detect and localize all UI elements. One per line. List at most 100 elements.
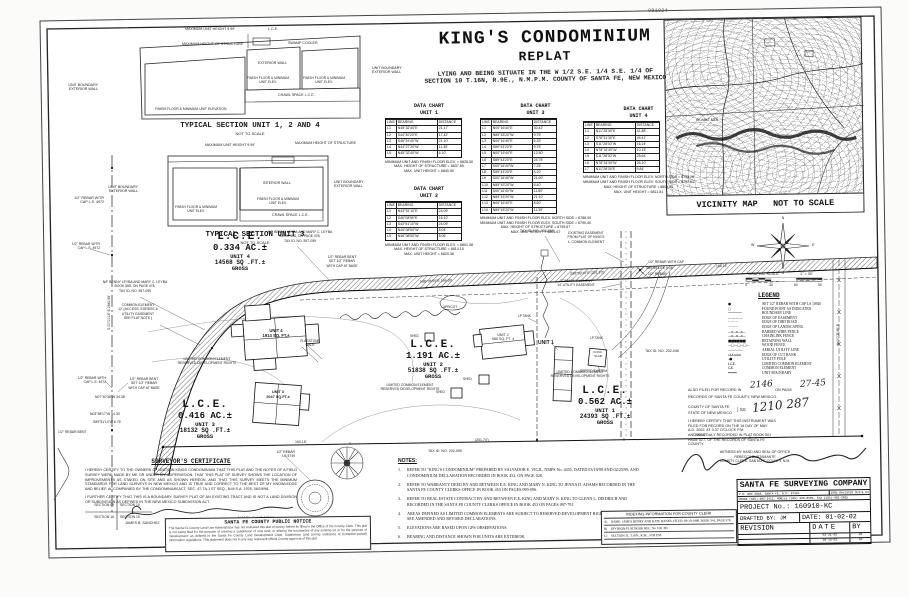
section-15: SECTION 15 <box>120 515 140 519</box>
certificate-para2: I FURTHER CERTIFY THAT THIS IS A BOUNDAR… <box>85 495 297 504</box>
note-item: 6.BEARING AND DISTANCE SHOWN FOR UNITS A… <box>398 534 526 540</box>
legend-symbol: —·—·—·— <box>728 347 743 352</box>
section-3-caption: TYPICAL SECTION UNIT 3 <box>205 231 305 239</box>
bearing-left-3: S89°51'14"W 6.75' <box>93 420 122 424</box>
recording-state: STATE OF NEW MEXICO <box>688 411 732 415</box>
compass-e: E <box>812 243 815 247</box>
public-notice-body: The Santa Fe County Land Use Administrat… <box>168 523 368 543</box>
legend-items: ●SET 1/2" REBAR WITH CAP LS 10920○FOUND … <box>728 302 863 376</box>
certificate-title: SURVEYOR'S CERTIFICATE <box>151 458 231 465</box>
revision-by-header: BY <box>852 523 861 532</box>
s124-lce: L.C.E. <box>268 27 278 31</box>
s124-swamp-cooler: SWAMP COOLER <box>288 41 318 45</box>
legend-symbol: ■■■■■■ <box>728 338 746 343</box>
section-16: SECTION 16 <box>94 515 114 519</box>
notes-list: 1.REFER TO "KING'S CONDOMINIUM" PREPARED… <box>398 467 648 540</box>
legend-symbol: ━━━━━ <box>728 370 737 375</box>
vicinity-map-caption: VICINITY MAP NOT TO SCALE <box>667 192 864 215</box>
shed-label-3: SHED <box>410 334 419 338</box>
document-stamp: 981024 <box>648 7 668 14</box>
scale-bar-label: GRAPHIC SCALE <box>748 272 779 276</box>
legend-item: –●UTILITY POLE <box>728 357 786 362</box>
taxid-202-046: TAX ID. NO. 202-046 <box>645 349 679 353</box>
legend-symbol: ∪∪∪∪∪∪ <box>728 352 741 357</box>
vicinity-mtn-label: PILABLT MTN <box>696 117 719 123</box>
drafted-by: DRAFTED BY: JM <box>738 513 801 524</box>
s3-max-unit-height: MAXIMUM UNIT HEIGHT 9.99' <box>205 143 255 147</box>
recording-book-handwritten: 2146 <box>749 379 774 391</box>
legend-symbol: — — — — <box>728 315 743 320</box>
legend: LEGEND ●SET 1/2" REBAR WITH CAP LS 10920… <box>728 292 863 376</box>
bearing-bottom-3: 302.42' <box>695 433 707 437</box>
legend-symbol: ┈┈┈┈┈┈ <box>728 324 738 329</box>
unit1-building-label: UNIT 1 <box>538 340 554 346</box>
indexing-rows: A)NAME: JAMES HENRY AND KATE HANKS, FILE… <box>603 517 735 541</box>
lp-tank-1: LP TANK <box>518 314 531 318</box>
conc-slab-label: CONC.SLAB <box>593 350 603 358</box>
rebar-dim-label: S89°59'14"E 9.38' <box>646 266 674 270</box>
note-item: 4.AREAS DEFINED AS LIMITED COMMON ELEMEN… <box>398 510 648 522</box>
recording-county: COUNTY OF SANTA FE <box>688 405 730 409</box>
legend-symbol: —x—x—x— <box>728 329 746 334</box>
legend-item: —x—x—x—BARBED WIRE FENCE <box>728 329 799 334</box>
notes-section: NOTES: 1.REFER TO "KING'S CONDOMINIUM" P… <box>398 458 648 543</box>
taxid-306-090: TAX ID. NO. 306-090 <box>520 229 554 233</box>
legend-item: L.C.E.LIMITED COMMON ELEMENT <box>728 361 812 366</box>
notes-title: NOTES: <box>398 458 417 464</box>
legend-item: ●SET 1/2" REBAR WITH CAP LS 10920 <box>728 302 822 306</box>
title-block: SANTA FE SURVEYING COMPANY P.O. BOX 2618… <box>736 476 872 547</box>
bearing-top-3: 166.16' <box>715 263 728 269</box>
taxid-202-090: TAX ID. NO. 202-090 <box>428 449 462 453</box>
bearing-bottom-2: (201.74') <box>475 438 489 442</box>
typical-section-124-drawing <box>139 34 361 120</box>
legend-title: LEGEND <box>758 292 780 299</box>
compass-w: W <box>751 243 755 247</box>
revision-row: 04-16-02 JM <box>738 537 871 546</box>
legend-item: ━━━━━UNIT BOUNDARY <box>728 370 792 375</box>
legend-item: · · · · · · · ·EDGE OF DIRT ROAD <box>728 320 798 325</box>
legend-symbol: ──────── <box>728 311 742 316</box>
legend-item: —o—o—o—CHAINLINK FENCE <box>728 334 795 339</box>
scale-tick-0: 0 <box>745 283 747 287</box>
recording-filed1: ALSO FILED FOR RECORD IN <box>688 388 742 392</box>
revision-rows: 02-21-02 JM 04-16-02 JM <box>738 532 871 546</box>
section-10: SECTION 10 <box>120 503 140 507</box>
note-item: 2.REFER TO WARRANTY DEED BY AND BETWEEN … <box>398 481 635 493</box>
sheet-title: KING'S CONDOMINIUM REPLAT LYING AND BEIN… <box>380 25 711 85</box>
company-address-2: 2905 GALISTEO SUITE E3 <box>830 490 869 495</box>
bearing-bottom-1: 160.18' <box>295 440 307 444</box>
legend-symbol: ○ <box>728 306 731 311</box>
vicinity-map: VICINITY MAP NOT TO SCALE PILABLT MTN <box>663 16 865 216</box>
recording-page-handwritten: 27-45 <box>799 378 827 390</box>
lp-tank-2: LP TANK <box>590 336 603 340</box>
legend-item: ○FOUND POINT AS INDICATED <box>728 306 812 311</box>
section-124-caption: TYPICAL SECTION UNIT 1, 2 AND 4 <box>180 122 320 130</box>
bearing-left-1: N07°40'38"W 34.38' <box>95 395 126 399</box>
rebar-label: 1/2" REBAR <box>648 272 667 276</box>
s3-crawl: CRAWL SPACE L.C.E. <box>272 213 309 217</box>
legend-item: —·—·—·—AERIAL UTILITY LINE <box>728 347 800 352</box>
s3-interior-wall: INTERIOR WALL <box>263 181 291 185</box>
compass-n: N <box>781 216 785 220</box>
indexing-row: C)SECTION 31, T.16N., R.9E., N.M.P.M. <box>604 531 735 541</box>
note-item: 3.REFER TO REAL ESTATE CONTRACT BY AND B… <box>398 496 628 507</box>
